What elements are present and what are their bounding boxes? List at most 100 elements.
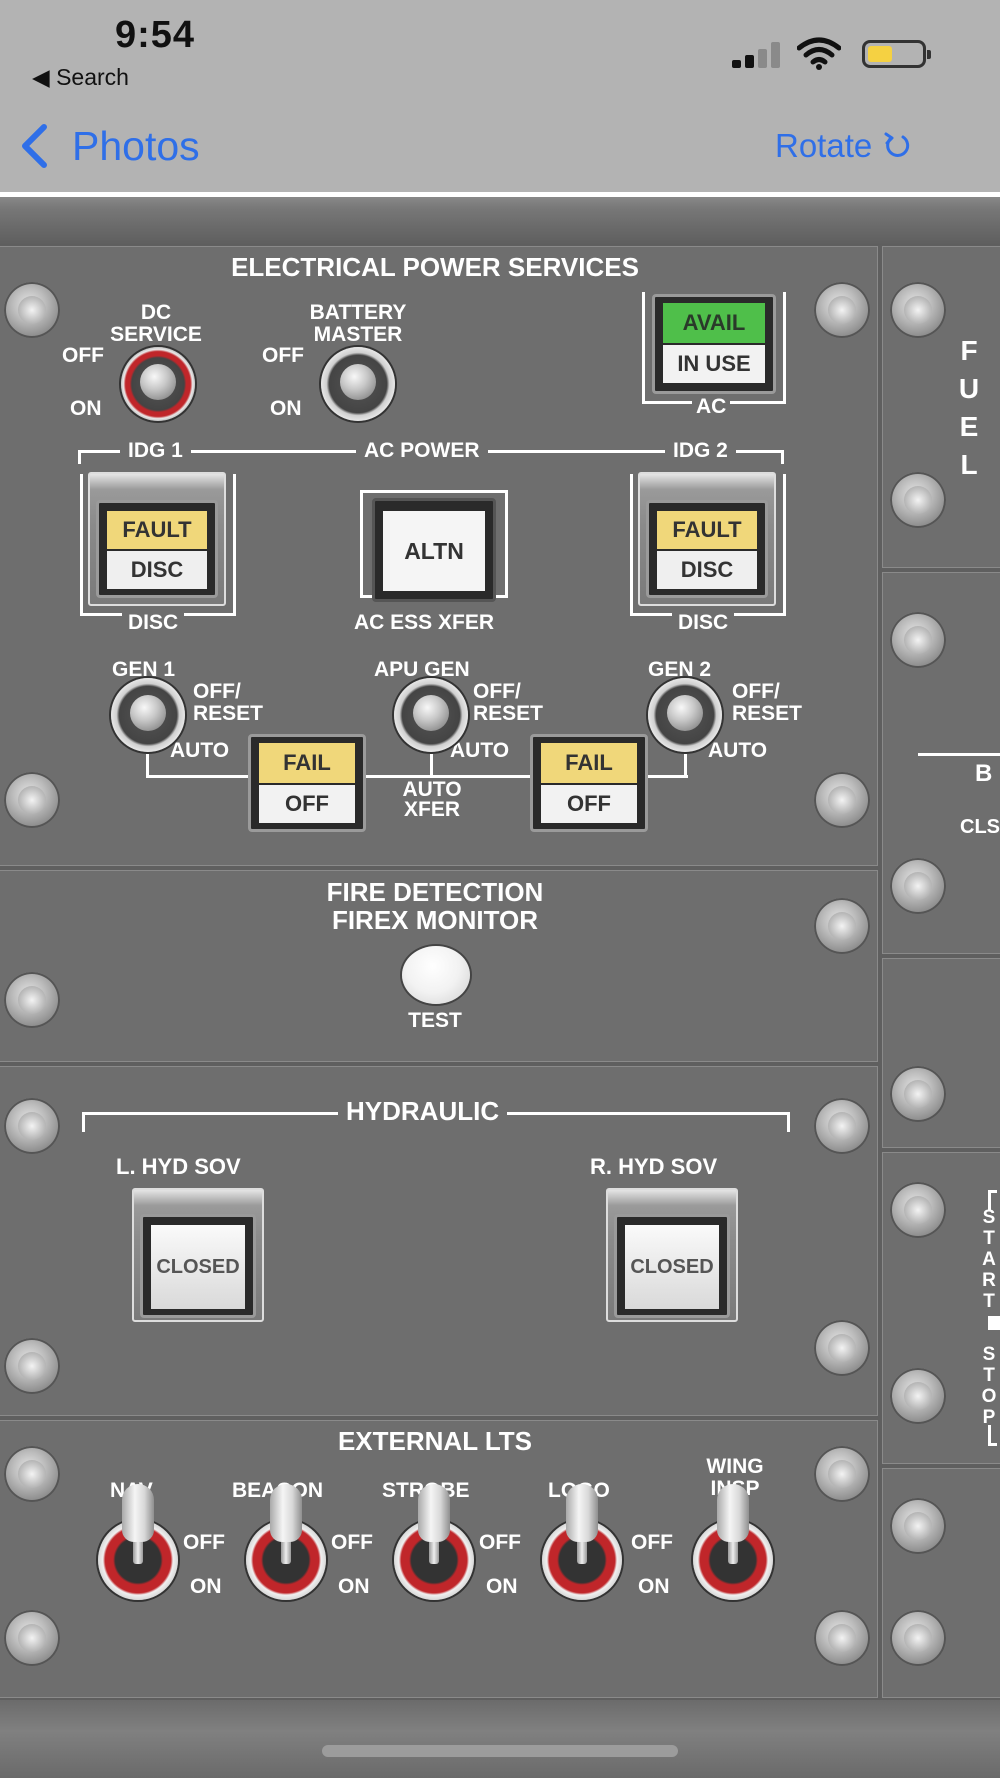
wing-insp-switch[interactable]	[693, 1484, 773, 1600]
idg2-fault-indicator: FAULT	[657, 511, 757, 549]
idg2-disc-button[interactable]: FAULT DISC	[646, 500, 768, 598]
cellular-signal-icon	[732, 40, 784, 68]
screw	[814, 772, 870, 828]
gen1-fail-button[interactable]: FAIL OFF	[248, 734, 366, 832]
nav-on-label: ON	[190, 1575, 222, 1598]
gen2-label: GEN 2	[648, 658, 712, 681]
screw	[814, 1446, 870, 1502]
r-hyd-sov-label: R. HYD SOV	[590, 1154, 718, 1179]
rotate-label: Rotate	[775, 127, 873, 164]
rotate-icon	[884, 132, 910, 157]
gen2-line	[684, 754, 687, 778]
screw	[814, 1098, 870, 1154]
right-blank-panel	[882, 958, 1000, 1148]
screw	[890, 1066, 946, 1122]
battery-master-off-label: OFF	[262, 344, 304, 367]
apu-gen-label: APU GEN	[374, 658, 470, 681]
strobe-on-label: ON	[486, 1575, 518, 1598]
bleed-label: B	[975, 760, 993, 787]
nav-separator	[0, 192, 1000, 197]
battery-icon	[862, 40, 931, 68]
gen1-auto-label: AUTO	[170, 739, 230, 762]
screw	[890, 858, 946, 914]
r-hyd-closed-indicator: CLOSED	[625, 1225, 719, 1309]
apu-gen-auto-label: AUTO	[450, 739, 510, 762]
apu-gen-off-reset-label: OFF/ RESET	[473, 680, 544, 725]
electrical-title: ELECTRICAL POWER SERVICES	[231, 252, 639, 282]
beacon-off-label: OFF	[331, 1531, 373, 1554]
gen2-switch[interactable]	[648, 678, 722, 752]
firex-test-button[interactable]	[402, 946, 470, 1004]
photos-back-button[interactable]: Photos	[20, 116, 200, 176]
fire-detection-title: FIRE DETECTION FIREX MONITOR	[326, 877, 544, 935]
nav-lights-switch[interactable]	[98, 1484, 178, 1600]
panel-frame-top	[0, 197, 1000, 245]
screw	[4, 282, 60, 338]
screw	[4, 772, 60, 828]
status-time: 9:54	[115, 14, 196, 56]
battery-master-label: BATTERY MASTER	[309, 301, 407, 346]
back-app-label: Search	[56, 64, 129, 90]
beacon-switch[interactable]	[246, 1484, 326, 1600]
start-label: S T A R T	[982, 1207, 996, 1312]
idg2-label: IDG 2	[665, 440, 736, 462]
screw	[890, 612, 946, 668]
l-hyd-sov-label: L. HYD SOV	[116, 1154, 241, 1179]
screw	[814, 1320, 870, 1376]
dc-service-off-label: OFF	[62, 344, 104, 367]
idg2-disc-label: DISC	[672, 612, 735, 634]
gen2-fail-button[interactable]: FAIL OFF	[530, 734, 648, 832]
screw	[4, 1098, 60, 1154]
altn-indicator: ALTN	[383, 511, 485, 591]
nav-bar	[0, 100, 1000, 192]
screw	[890, 472, 946, 528]
wifi-icon	[797, 37, 841, 70]
photos-back-label: Photos	[72, 122, 200, 169]
screw	[890, 1498, 946, 1554]
rotate-button[interactable]: Rotate	[775, 122, 912, 170]
home-indicator[interactable]	[322, 1745, 678, 1757]
strobe-off-label: OFF	[479, 1531, 521, 1554]
gen1-switch[interactable]	[111, 678, 185, 752]
gen2-off-reset-label: OFF/ RESET	[732, 680, 803, 725]
r-hyd-sov-button[interactable]: CLOSED	[614, 1214, 730, 1318]
idg1-fault-indicator: FAULT	[107, 511, 207, 549]
screw	[814, 898, 870, 954]
chevron-left-icon	[22, 124, 47, 168]
battery-master-on-label: ON	[270, 397, 302, 420]
dc-service-switch[interactable]	[121, 347, 195, 421]
firex-test-label: TEST	[408, 1009, 462, 1032]
gen-bus-line	[146, 775, 688, 778]
screw	[814, 282, 870, 338]
in-use-indicator: IN USE	[663, 345, 765, 383]
dc-service-on-label: ON	[70, 397, 102, 420]
cls-label: CLS	[960, 816, 1000, 838]
ac-ext-power-button[interactable]: AVAIL IN USE	[652, 294, 776, 394]
idg1-disc-button[interactable]: FAULT DISC	[96, 500, 218, 598]
logo-lights-switch[interactable]	[542, 1484, 622, 1600]
hydraulic-title: HYDRAULIC	[338, 1096, 508, 1127]
l-hyd-closed-indicator: CLOSED	[151, 1225, 245, 1309]
altn-button[interactable]: ALTN	[372, 498, 496, 602]
screw	[890, 282, 946, 338]
battery-master-switch[interactable]	[321, 347, 395, 421]
logo-on-label: ON	[638, 1575, 670, 1598]
panel-frame-bottom	[0, 1700, 1000, 1778]
dc-service-label: DC SERVICE	[110, 301, 202, 346]
ac-label: AC	[692, 396, 731, 418]
screw	[4, 1338, 60, 1394]
screw	[890, 1368, 946, 1424]
status-bar	[0, 0, 1000, 100]
back-to-app-link[interactable]: ◀ Search	[32, 64, 129, 91]
back-triangle-icon: ◀	[32, 64, 50, 90]
gen1-line	[146, 754, 149, 778]
idg1-label: IDG 1	[120, 440, 191, 462]
strobe-switch[interactable]	[394, 1484, 474, 1600]
l-hyd-sov-button[interactable]: CLOSED	[140, 1214, 256, 1318]
logo-off-label: OFF	[631, 1531, 673, 1554]
screw	[4, 1446, 60, 1502]
gen1-off-indicator: OFF	[259, 785, 355, 823]
screw	[890, 1182, 946, 1238]
idg2-disc-indicator: DISC	[657, 551, 757, 589]
apu-gen-switch[interactable]	[394, 678, 468, 752]
